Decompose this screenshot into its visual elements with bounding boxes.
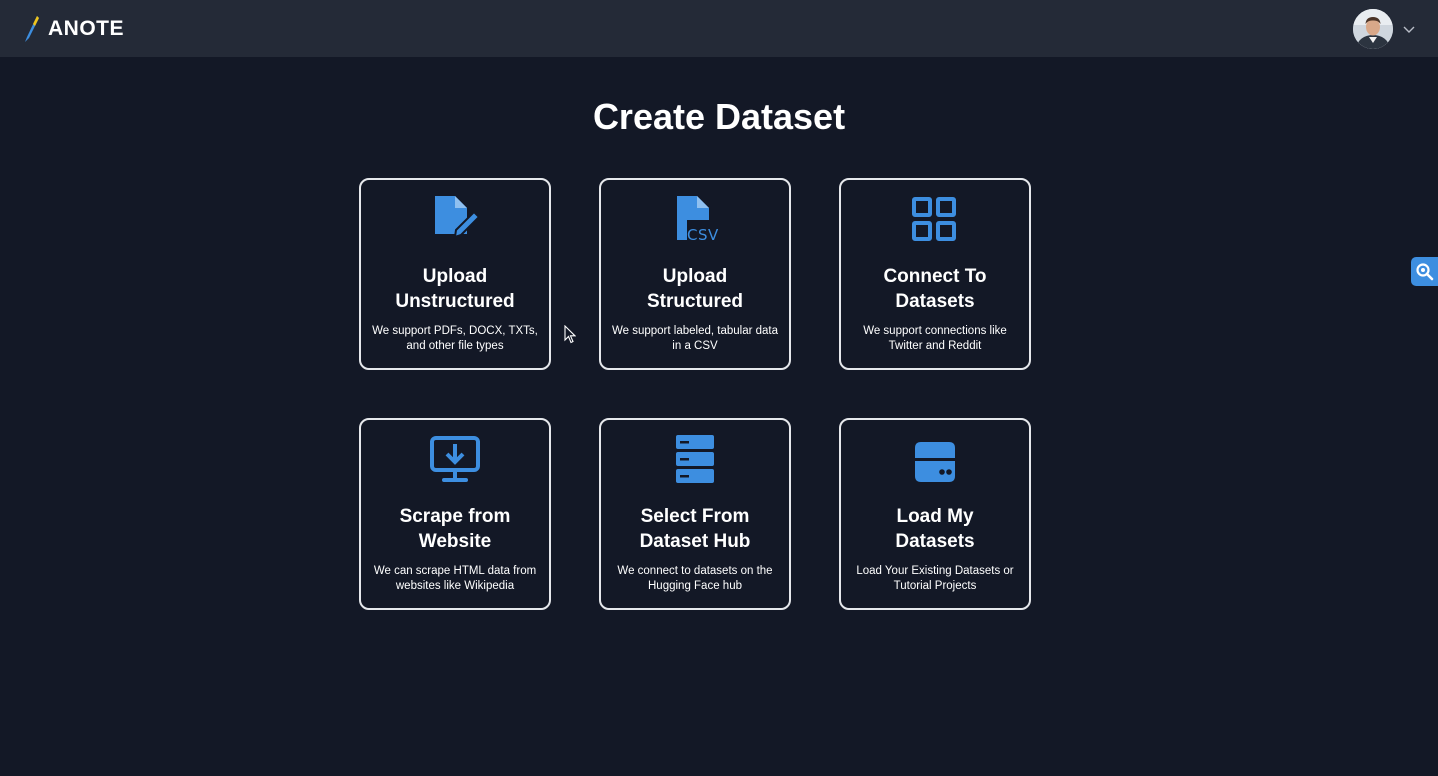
card-title: Select From Dataset Hub [639,506,751,552]
svg-text:CSV: CSV [687,226,719,244]
dataset-hub-card[interactable]: Select From Dataset Hub We connect to da… [599,418,791,610]
dataset-options-grid: Upload Unstructured We support PDFs, DOC… [359,178,1031,610]
brand[interactable]: ANOTE [22,15,124,43]
card-description: We support labeled, tabular data in a CS… [611,325,778,352]
card-title: Upload Structured [646,266,744,312]
scrape-website-card[interactable]: Scrape from Website We can scrape HTML d… [359,418,551,610]
card-description: We support PDFs, DOCX, TXTs, and other f… [372,325,538,352]
card-description: Load Your Existing Datasets or Tutorial … [856,565,1014,592]
drive-icon [909,434,961,486]
card-description: We connect to datasets on the Hugging Fa… [617,565,773,592]
load-datasets-card[interactable]: Load My Datasets Load Your Existing Data… [839,418,1031,610]
pen-nib-logo-icon [25,15,39,42]
server-icon [669,434,721,486]
upload-structured-card[interactable]: CSV Upload Structured We support labeled… [599,178,791,370]
csv-file-icon: CSV [669,194,721,246]
upload-unstructured-card[interactable]: Upload Unstructured We support PDFs, DOC… [359,178,551,370]
mouse-pointer-icon [564,325,576,344]
chevron-down-icon[interactable] [1403,23,1415,35]
page-title: Create Dataset [592,96,846,137]
zoom-search-icon [1415,262,1433,280]
card-title: Load My Datasets [895,506,975,552]
card-title: Connect To Datasets [883,266,987,312]
user-avatar[interactable] [1353,8,1393,49]
card-title: Upload Unstructured [395,266,515,312]
card-title: Scrape from Website [399,506,511,552]
file-edit-icon [429,194,481,246]
card-description: We support connections like Twitter and … [863,325,1007,352]
card-description: We can scrape HTML data from websites li… [373,565,537,592]
grid-icon [909,194,961,246]
top-navbar: ANOTE [0,0,1438,57]
brand-name: ANOTE [48,16,124,40]
side-search-tab[interactable] [1411,257,1438,286]
monitor-download-icon [429,434,481,486]
connect-datasets-card[interactable]: Connect To Datasets We support connectio… [839,178,1031,370]
user-menu[interactable] [1353,8,1418,49]
